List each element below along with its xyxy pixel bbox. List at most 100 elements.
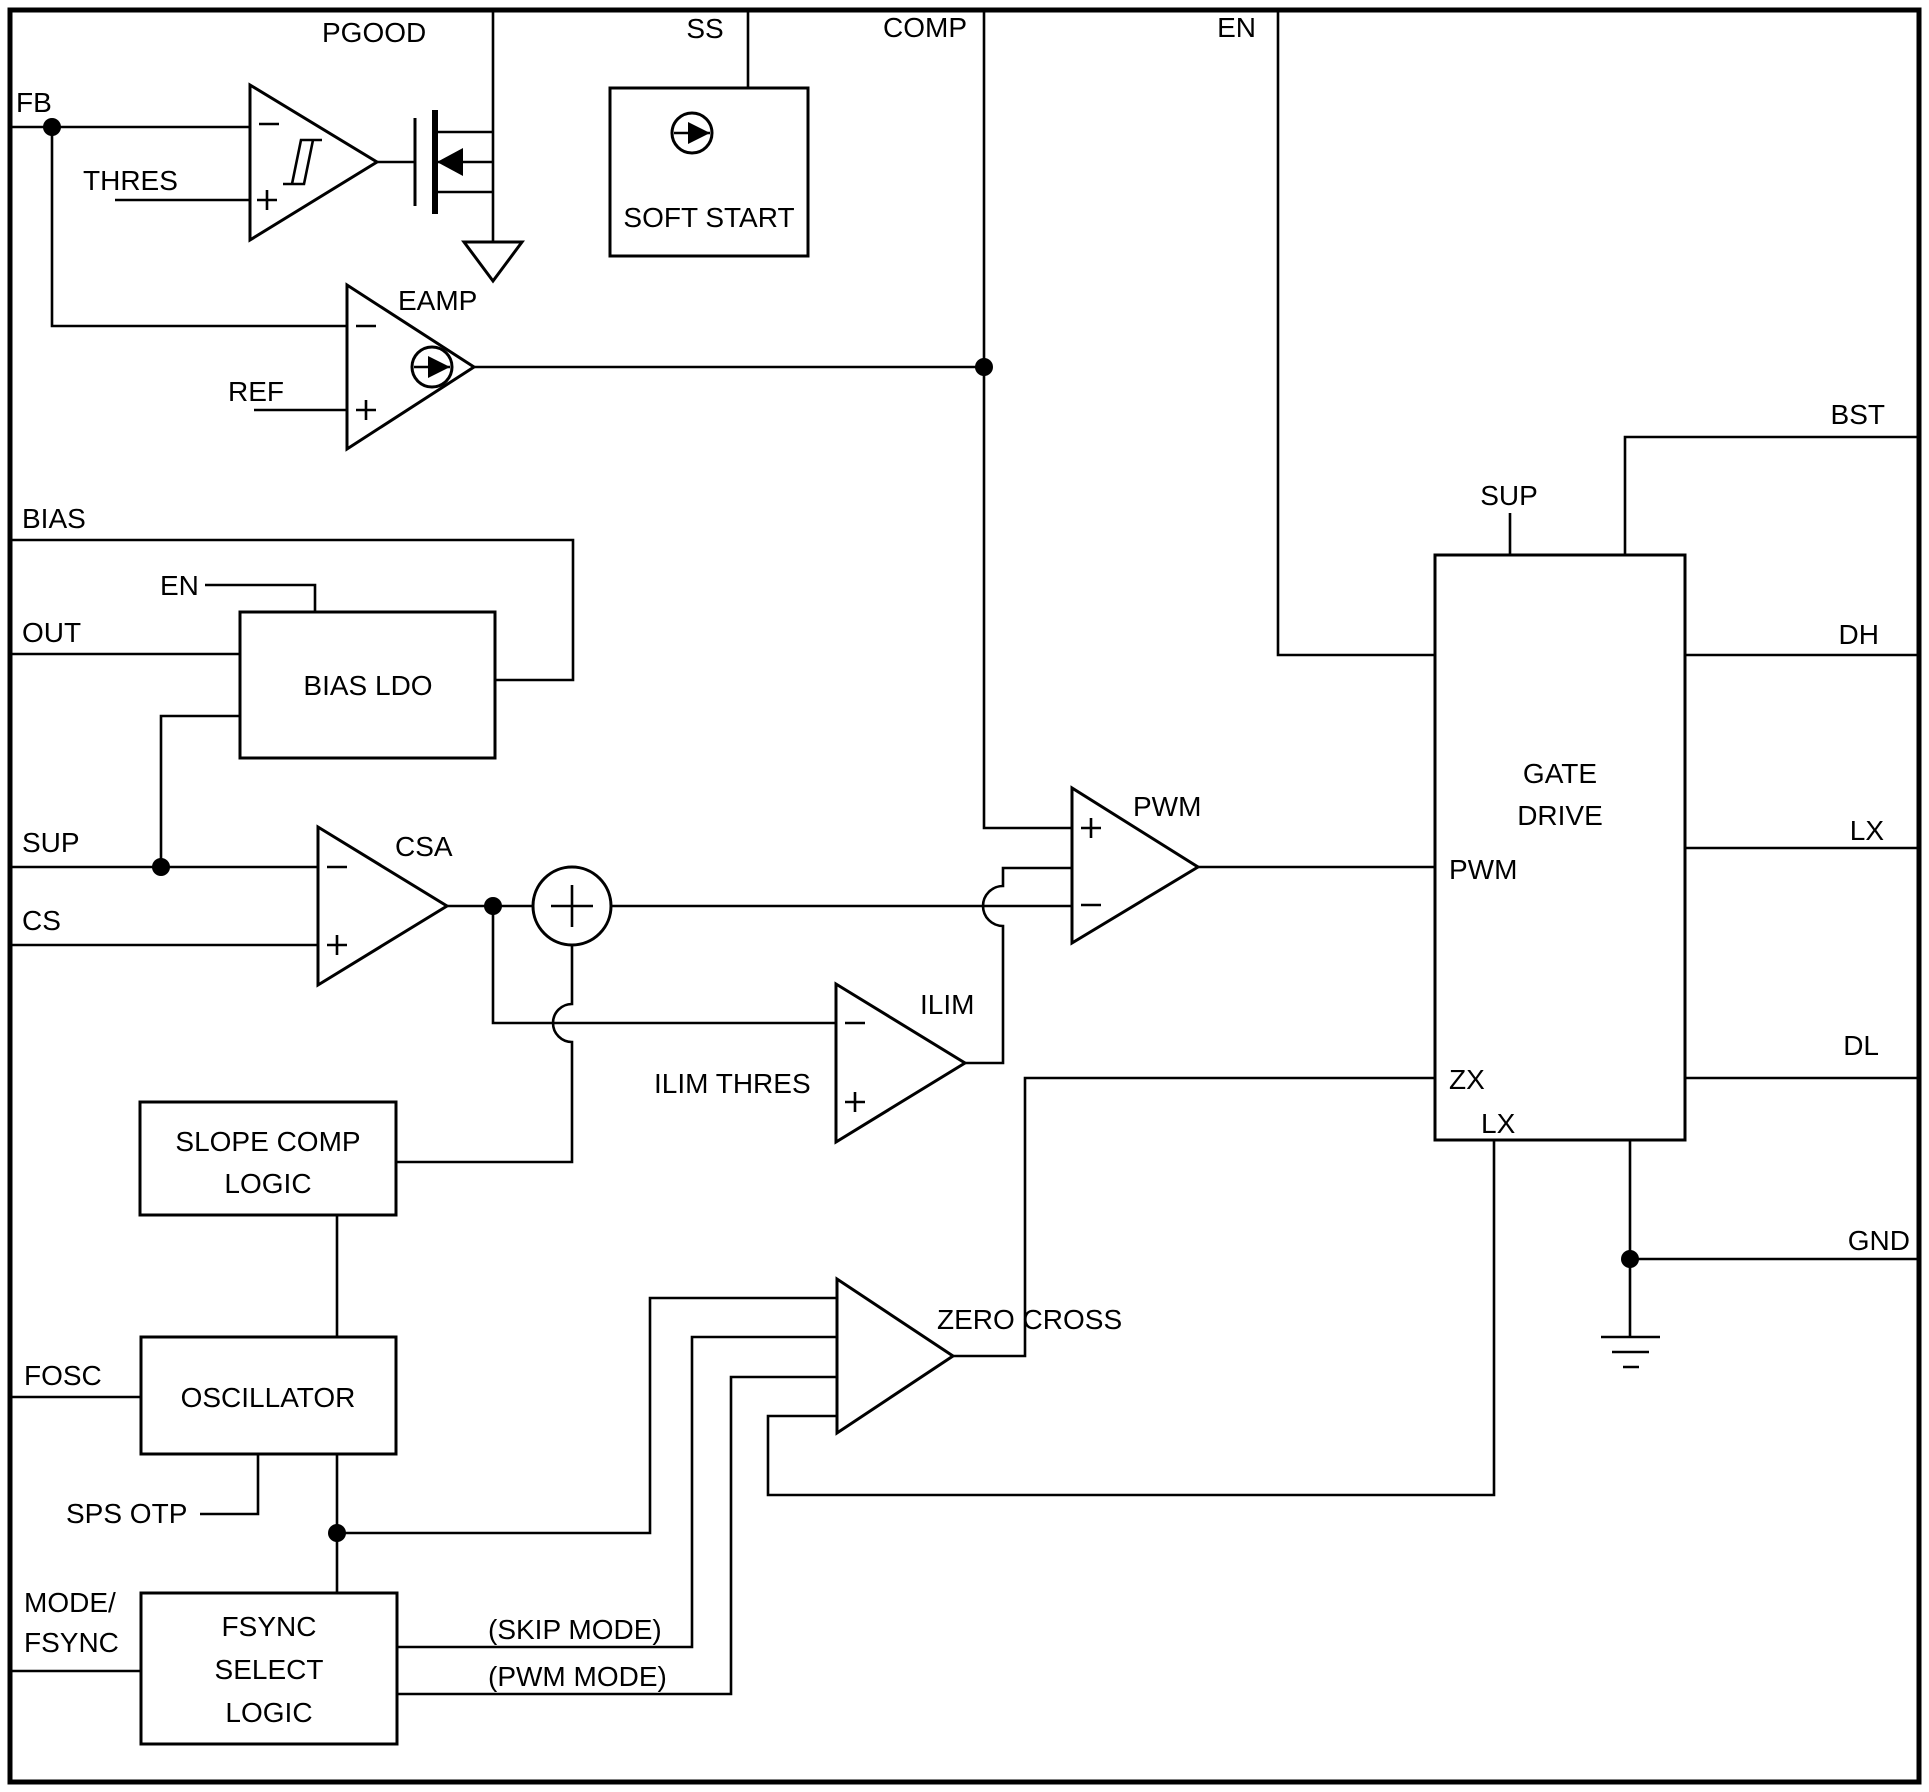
wire-sup-to-ldo <box>159 714 240 867</box>
junction-csa-out <box>484 897 502 915</box>
amp-label-zero-cross: ZERO CROSS <box>937 1304 1122 1335</box>
junction-fb <box>43 118 61 136</box>
summing-node <box>531 865 613 947</box>
pin-label-mode: MODE/ <box>24 1587 116 1618</box>
earth-ground-icon <box>1601 1335 1660 1369</box>
wire-csa-to-ilim <box>491 906 836 1025</box>
current-source-arrow <box>688 122 710 144</box>
wire-en <box>1276 10 1435 657</box>
soft-start-box <box>608 86 810 258</box>
pwm-triangle <box>1070 785 1201 946</box>
block-label-fsync-2: SELECT <box>215 1654 324 1685</box>
ground-triangle-icon <box>461 240 525 284</box>
pin-label-ref: REF <box>228 376 284 407</box>
pin-label-out: OUT <box>22 617 81 648</box>
ilim-triangle <box>834 981 968 1145</box>
eamp-amplifier <box>345 282 477 452</box>
pin-label-gnd: GND <box>1848 1225 1910 1256</box>
signal-label-skip-mode: (SKIP MODE) <box>488 1614 662 1645</box>
pin-label-thres: THRES <box>83 165 178 196</box>
ilim-comparator <box>834 981 968 1145</box>
plus-sign <box>551 885 593 927</box>
wire-lx-to-zerocross <box>766 1140 1496 1497</box>
junction-gnd <box>1621 1250 1639 1268</box>
pin-label-sps-otp: SPS OTP <box>66 1498 187 1529</box>
hysteresis-comparator-symbol <box>248 82 380 243</box>
junction-sup <box>152 858 170 876</box>
pin-label-sup: SUP <box>22 827 80 858</box>
current-source-arrow <box>428 356 450 378</box>
pin-label-comp: COMP <box>883 12 967 43</box>
soft-start-block <box>608 86 810 258</box>
port-label-zx: ZX <box>1449 1064 1485 1095</box>
pwm-comparator <box>1070 785 1201 946</box>
pin-label-en: EN <box>1217 12 1256 43</box>
ic-boundary <box>7 7 1922 1785</box>
plus-sign <box>327 935 347 955</box>
pin-label-en-ldo: EN <box>160 570 199 601</box>
oscillator-box <box>139 1335 398 1456</box>
block-label-oscillator: OSCILLATOR <box>181 1382 356 1413</box>
wire-clock-to-zerocross <box>337 1296 837 1535</box>
wire-ilim-out-with-hop <box>965 866 1072 1065</box>
pgood-comparator <box>248 82 380 243</box>
wire-bias <box>10 538 575 682</box>
pin-label-cs: CS <box>22 905 61 936</box>
pin-label-dl: DL <box>1843 1030 1879 1061</box>
pin-label-bst: BST <box>1831 399 1885 430</box>
plus-sign <box>845 1092 865 1112</box>
fsync-select-box <box>139 1591 399 1746</box>
junction-comp <box>975 358 993 376</box>
block-label-slope-comp-1: SLOPE COMP <box>175 1126 360 1157</box>
block-label-drive: DRIVE <box>1517 800 1603 831</box>
wire-slope-comp-feed-with-hop <box>397 945 574 1164</box>
pin-label-dh: DH <box>1839 619 1879 650</box>
amp-label-csa: CSA <box>395 831 453 862</box>
csa-triangle <box>316 824 450 988</box>
body-diode-arrow-icon <box>437 148 463 176</box>
junction-clock <box>328 1524 346 1542</box>
signal-label-pwm-mode: (PWM MODE) <box>488 1661 667 1692</box>
pgood-mosfet <box>413 110 525 284</box>
junction-dots <box>43 118 1639 1542</box>
csa-amplifier <box>316 824 450 988</box>
slope-comp-box <box>138 1100 398 1217</box>
plus-sign <box>356 400 376 420</box>
labels: FB THRES PGOOD SS COMP EN EAMP REF BIAS … <box>16 12 1910 1728</box>
wire-comp <box>982 10 1072 830</box>
plus-sign <box>1081 818 1101 838</box>
amp-label-pwm: PWM <box>1133 791 1201 822</box>
wire-skip-mode <box>397 1335 837 1649</box>
port-label-pwm: PWM <box>1449 854 1517 885</box>
wire-sps-otp <box>200 1454 260 1516</box>
pin-label-sup-top: SUP <box>1480 480 1538 511</box>
gate-drive-box <box>1433 553 1687 1142</box>
pin-label-bias: BIAS <box>22 503 86 534</box>
block-label-slope-comp-2: LOGIC <box>224 1168 311 1199</box>
pin-label-ilim-thres: ILIM THRES <box>654 1068 811 1099</box>
wire-bst <box>1623 435 1919 555</box>
pin-label-fb: FB <box>16 87 52 118</box>
amp-label-eamp: EAMP <box>398 285 477 316</box>
wire-en-ldo <box>205 583 317 612</box>
port-label-lx: LX <box>1481 1108 1516 1139</box>
block-label-fsync-1: FSYNC <box>222 1611 317 1642</box>
block-label-fsync-3: LOGIC <box>225 1697 312 1728</box>
pin-label-fosc: FOSC <box>24 1360 102 1391</box>
pin-label-pgood: PGOOD <box>322 17 426 48</box>
wire-pwm-mode <box>397 1375 837 1696</box>
hysteresis-icon <box>283 138 322 186</box>
pin-label-lx: LX <box>1850 815 1885 846</box>
plus-sign <box>257 190 277 210</box>
pin-label-ss: SS <box>686 13 723 44</box>
amp-label-ilim: ILIM <box>920 989 974 1020</box>
bias-ldo-box <box>238 610 497 760</box>
wire-fb-to-eamp <box>50 127 347 328</box>
wire-zerocross-to-zx <box>953 1076 1435 1358</box>
block-label-soft-start: SOFT START <box>623 202 794 233</box>
wires <box>10 10 1919 1696</box>
block-label-gate: GATE <box>1523 758 1597 789</box>
zero-cross-triangle <box>835 1276 956 1436</box>
